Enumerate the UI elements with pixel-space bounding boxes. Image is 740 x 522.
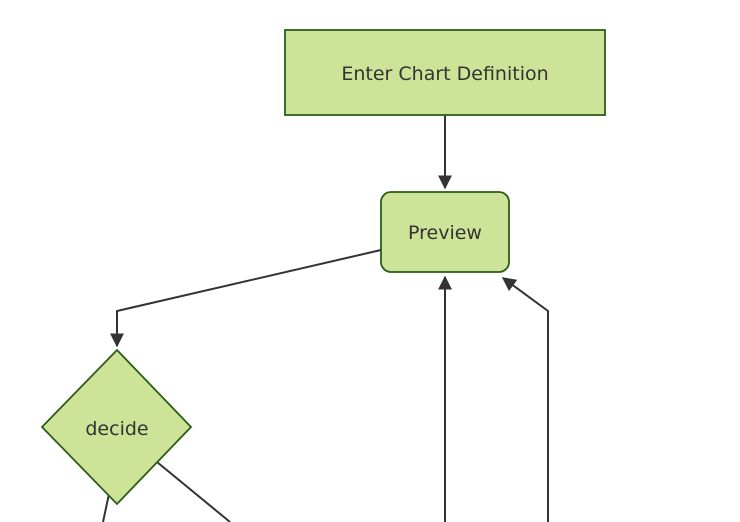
enter-chart-definition-box (284, 29, 606, 116)
edge-return-to-preview-corner (501, 277, 549, 522)
node-layer: Enter Chart Definition Preview decide (40, 29, 606, 506)
edge-layer (102, 115, 549, 522)
preview-label: Preview (408, 222, 482, 244)
preview-box (380, 191, 510, 273)
edge-preview-to-decide (110, 249, 382, 348)
decide-label: decide (85, 418, 148, 440)
node-preview: Preview (380, 191, 510, 273)
edge-decide-branch-right (156, 461, 231, 522)
edge-decide-branch-left (102, 493, 110, 522)
enter-chart-definition-label: Enter Chart Definition (341, 63, 548, 85)
node-decide: decide (40, 348, 193, 506)
node-enter-chart-definition: Enter Chart Definition (284, 29, 606, 116)
decide-diamond (40, 348, 193, 506)
